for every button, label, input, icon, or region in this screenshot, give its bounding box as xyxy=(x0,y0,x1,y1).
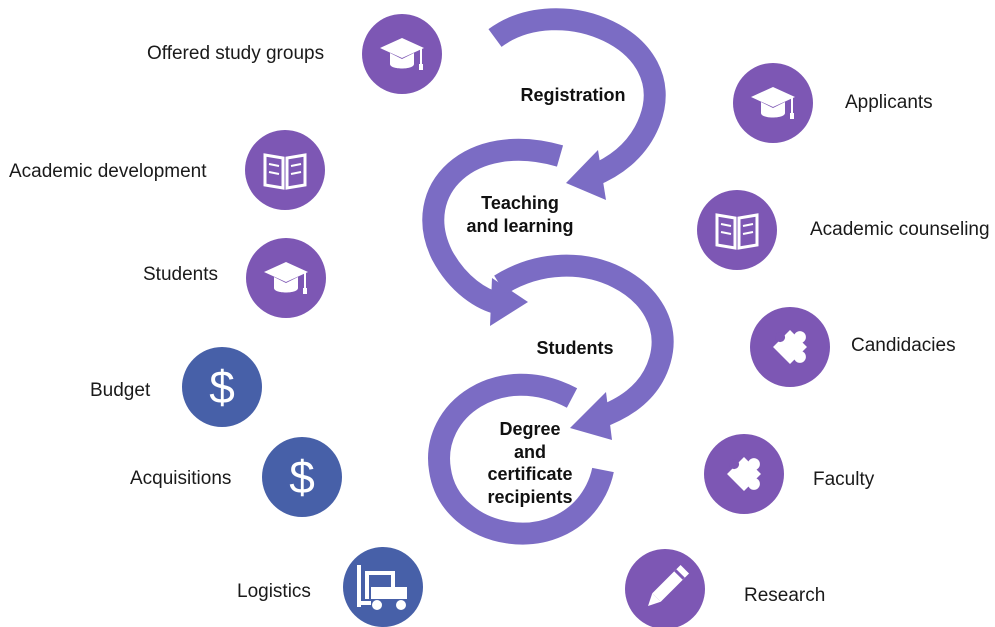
arrowhead-registration xyxy=(566,150,606,200)
stage-degree-and-certificate-recipients: Degree and certificate recipients xyxy=(487,419,573,507)
dollar-icon: $ xyxy=(182,347,262,427)
left-item-label-0: Offered study groups xyxy=(147,43,325,64)
left-item-label-2: Students xyxy=(143,264,218,285)
arrow-registration-to-teaching xyxy=(488,8,666,187)
right-item-label-1: Academic counseling xyxy=(810,219,990,240)
left-item-label-4: Acquisitions xyxy=(130,468,232,489)
right-item-label-4: Research xyxy=(744,585,826,606)
arrow-students-to-degree xyxy=(494,254,674,429)
graduation-cap-icon xyxy=(362,14,442,94)
pencil-icon xyxy=(625,549,705,627)
puzzle-icon xyxy=(750,307,830,387)
arrow-teaching-to-students xyxy=(422,138,564,315)
book-icon xyxy=(697,190,777,270)
right-item-label-3: Faculty xyxy=(813,469,875,490)
svg-text:$: $ xyxy=(289,451,315,503)
stage-students: Students xyxy=(536,338,614,358)
svg-text:$: $ xyxy=(209,361,235,413)
left-item-label-1: Academic development xyxy=(9,161,207,182)
arrowhead-teaching xyxy=(490,278,528,326)
forklift-icon xyxy=(343,547,423,627)
left-item-label-5: Logistics xyxy=(237,581,311,602)
stage-teaching-and-learning: Teaching and learning xyxy=(466,193,574,236)
dollar-icon: $ xyxy=(262,437,342,517)
right-item-label-0: Applicants xyxy=(845,92,933,113)
arrow-degree-loop xyxy=(428,373,614,545)
left-item-label-3: Budget xyxy=(90,380,151,401)
stage-registration: Registration xyxy=(520,85,626,105)
puzzle-icon xyxy=(704,434,784,514)
right-item-label-2: Candidacies xyxy=(851,335,956,356)
book-icon xyxy=(245,130,325,210)
graduation-cap-icon xyxy=(733,63,813,143)
arrowhead-students xyxy=(570,392,612,440)
graduation-cap-icon xyxy=(246,238,326,318)
